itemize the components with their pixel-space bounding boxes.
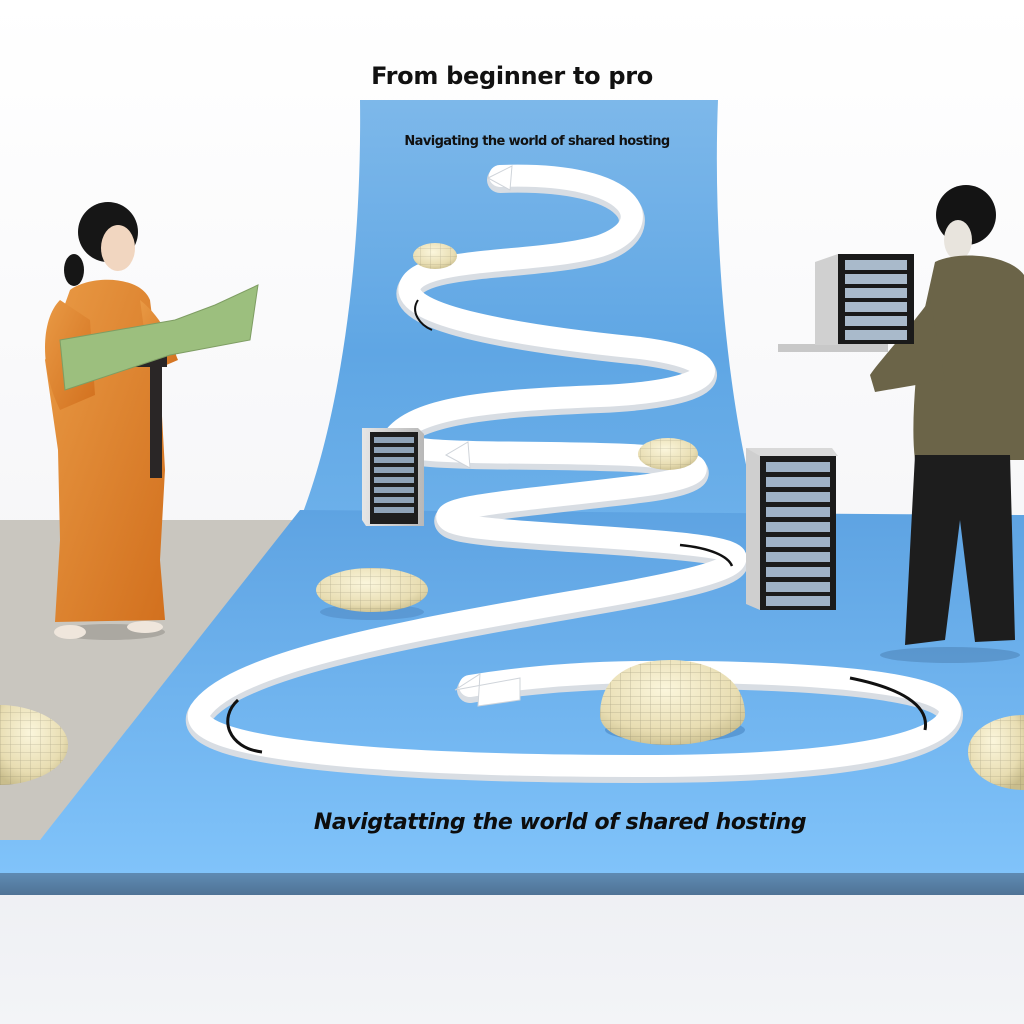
turn-mark xyxy=(679,543,734,567)
server-rack-small xyxy=(362,428,424,526)
woman-in-kimono xyxy=(45,202,259,640)
arrow-marker-top xyxy=(486,165,513,191)
winding-path xyxy=(186,164,964,784)
dome-stone xyxy=(413,243,457,269)
dome-stone xyxy=(638,438,698,470)
turn-mark xyxy=(226,698,263,754)
dome-stone xyxy=(316,568,428,620)
arrow-marker-bottom xyxy=(454,673,521,707)
dome-stone-center xyxy=(600,660,745,745)
man-holding-server xyxy=(778,185,1024,663)
server-rack-tall xyxy=(746,448,838,610)
dome-stone-left xyxy=(0,705,68,785)
platform-edge xyxy=(0,873,1024,895)
backdrop-subtitle: Navigating the world of shared hosting xyxy=(404,134,670,149)
arrow-marker-middle xyxy=(444,441,471,469)
turn-mark xyxy=(414,299,433,331)
headline-title: From beginner to pro xyxy=(371,62,653,90)
dome-stone-right xyxy=(968,715,1024,790)
floor-caption: Navigtatting the world of shared hosting xyxy=(313,810,807,835)
turn-mark xyxy=(849,676,928,731)
